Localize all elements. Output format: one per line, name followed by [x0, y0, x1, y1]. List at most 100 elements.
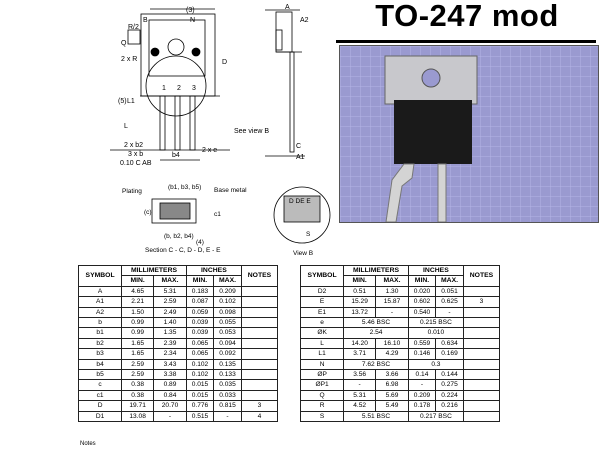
label-c1: c1 — [214, 211, 221, 218]
cell-symbol: A2 — [77, 306, 123, 319]
cell-symbol: b5 — [77, 369, 123, 381]
cell-symbol: b3 — [77, 348, 123, 360]
header-millimeters: MILLIMETERS — [343, 264, 409, 277]
cell-in-max: - — [213, 410, 242, 423]
cell-mm-max: 6.98 — [375, 379, 409, 391]
cell-in-max: 0.216 — [435, 400, 464, 412]
cell-notes — [462, 358, 501, 371]
cell-notes — [240, 389, 279, 402]
cell-mm-min: 2.59 — [121, 369, 155, 381]
cell-mm-max: - — [375, 306, 409, 319]
cell-mm-min: 3.71 — [343, 348, 377, 360]
label-p2: 2 — [177, 85, 181, 92]
cell-in-max: 0.133 — [213, 369, 242, 381]
cell-symbol: ØP1 — [299, 379, 345, 391]
cell-mm-max: 5.49 — [375, 400, 409, 412]
cell-symbol: L — [299, 337, 345, 350]
cell-symbol: e — [299, 317, 345, 329]
cell-in-max: 0.033 — [213, 389, 242, 402]
label-a1: A1 — [296, 154, 305, 161]
header-notes: NOTES — [240, 265, 279, 287]
cell-mm-min: 0.99 — [121, 327, 155, 339]
cell-in-min: 0.087 — [185, 296, 215, 308]
header-notes: NOTES — [462, 265, 501, 287]
cell-symbol: Q — [299, 389, 345, 402]
label-p1: 1 — [162, 85, 166, 92]
cell-mm-min: 1.65 — [121, 337, 155, 350]
cell-mm-min: 2.59 — [121, 358, 155, 371]
cell-mm-min: 19.71 — [121, 400, 155, 412]
cell-in-max: - — [435, 306, 464, 319]
dimension-table-right: SYMBOL MILLIMETERS INCHES NOTES MIN. MAX… — [299, 264, 501, 423]
label-l1: L1 — [127, 98, 135, 105]
header-min: MIN. — [185, 275, 215, 287]
cell-mm-min: 1.50 — [121, 306, 155, 319]
cell-in-min: 0.039 — [185, 317, 215, 329]
cell-mm-max: 2.39 — [153, 337, 187, 350]
notes-label: Notes — [80, 441, 96, 447]
cell-notes — [462, 337, 501, 350]
cell-in-min: 0.183 — [185, 285, 215, 298]
label-p3: 3 — [192, 85, 196, 92]
cell-symbol: b2 — [77, 337, 123, 350]
cell-in-min: 0.776 — [185, 400, 215, 412]
cell-symbol: N — [299, 358, 345, 371]
cell-notes — [462, 379, 501, 391]
cell-symbol: b1 — [77, 327, 123, 339]
cell-notes — [462, 369, 501, 381]
cell-in-max: 0.035 — [213, 379, 242, 391]
cell-in-max: 0.051 — [435, 285, 464, 298]
cell-mm-min: 4.65 — [121, 285, 155, 298]
view-b-labels: D DE E S View B — [289, 198, 313, 257]
cell-mm-min: 0.38 — [121, 389, 155, 402]
label-2b2: 2 x b2 — [124, 142, 143, 149]
cell-mm-min: 2.54 — [343, 327, 409, 339]
cell-in-max: 0.098 — [213, 306, 242, 319]
cell-symbol: A — [77, 285, 123, 298]
cell-mm-min: 5.31 — [343, 389, 377, 402]
cell-notes — [240, 285, 279, 298]
front-labels: (3) N B R/2 Q 2 x R D (5) L1 L 1 2 3 See… — [118, 7, 269, 167]
cell-in-max: 0.092 — [213, 348, 242, 360]
cell-in-max: 0.053 — [213, 327, 242, 339]
cell-in-max: 0.224 — [435, 389, 464, 402]
label-r: R/2 — [128, 24, 139, 31]
header-symbol: SYMBOL — [77, 265, 123, 287]
header-symbol: SYMBOL — [299, 265, 345, 287]
header-max: MAX. — [153, 275, 187, 287]
cell-notes — [240, 327, 279, 339]
front-view — [110, 8, 230, 161]
cell-mm-max: 3.66 — [375, 369, 409, 381]
cell-notes — [240, 337, 279, 350]
cell-notes — [240, 369, 279, 381]
cell-mm-min: - — [343, 379, 377, 391]
cell-symbol: S — [299, 410, 345, 423]
cell-in-min: 0.178 — [407, 400, 437, 412]
label-q: Q — [121, 40, 127, 47]
cell-in-min: 0.015 — [185, 379, 215, 391]
cell-in-max: 0.144 — [435, 369, 464, 381]
cell-symbol: L1 — [299, 348, 345, 360]
cell-mm-max: 2.59 — [153, 296, 187, 308]
cell-mm-min: 0.99 — [121, 317, 155, 329]
header-max: MAX. — [375, 275, 409, 287]
cell-in-min: 0.3 — [407, 358, 464, 371]
label-s: S — [306, 231, 311, 238]
cell-mm-min: 15.29 — [343, 296, 377, 308]
header-min: MIN. — [343, 275, 377, 287]
cell-in-max: 0.209 — [213, 285, 242, 298]
cell-in-min: 0.059 — [185, 306, 215, 319]
cell-mm-max: 3.43 — [153, 358, 187, 371]
transistor-image — [340, 46, 598, 222]
cell-symbol: R — [299, 400, 345, 412]
cell-mm-min: 13.72 — [343, 306, 377, 319]
cell-symbol: E1 — [299, 306, 345, 319]
header-max: MAX. — [213, 275, 242, 287]
